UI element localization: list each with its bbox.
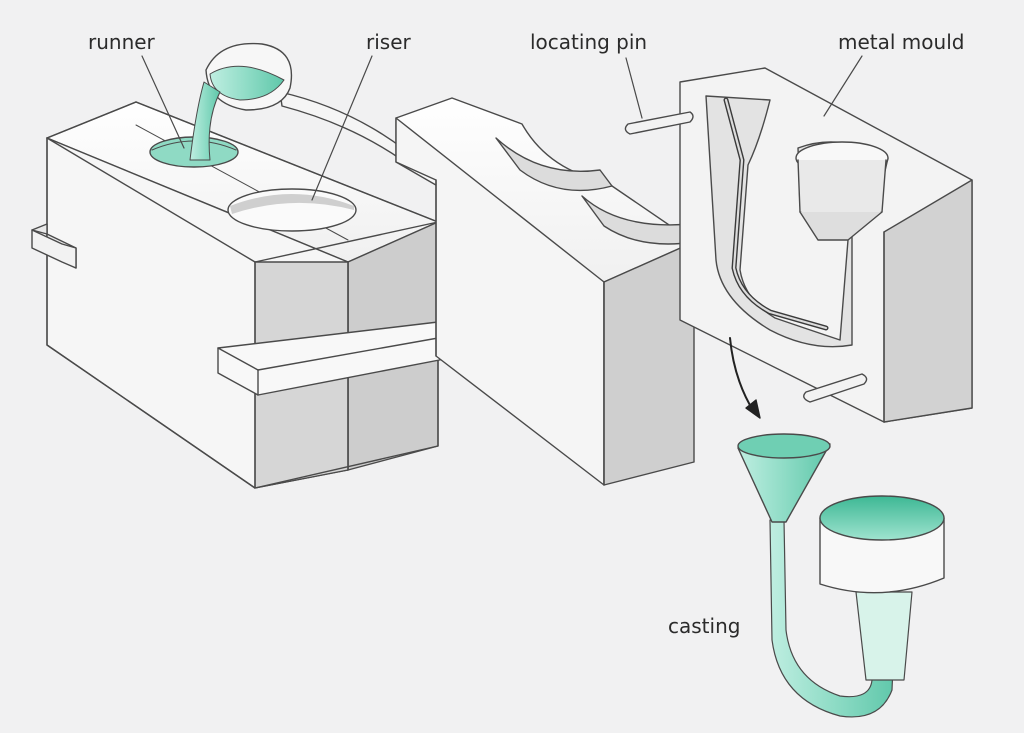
metal-mould: [679, 67, 973, 423]
leader-lines: [141, 55, 863, 201]
casting-part: [737, 433, 945, 718]
label-runner: runner: [88, 30, 155, 54]
sand-mould-box: [31, 101, 456, 489]
arrow-to-casting: [729, 337, 761, 419]
leader-locating-pin: [625, 57, 643, 119]
label-riser: riser: [366, 30, 411, 54]
label-metal-mould: metal mould: [838, 30, 965, 54]
mould-half-middle: [395, 97, 695, 486]
leader-metal-mould: [823, 55, 863, 117]
leader-riser: [311, 55, 373, 201]
locating-pin-top: [624, 111, 694, 135]
locating-pin-bottom: [803, 373, 868, 403]
leader-runner: [141, 55, 185, 149]
label-locating-pin: locating pin: [530, 30, 648, 54]
pouring-ladle: [189, 42, 409, 161]
label-casting: casting: [668, 614, 741, 638]
